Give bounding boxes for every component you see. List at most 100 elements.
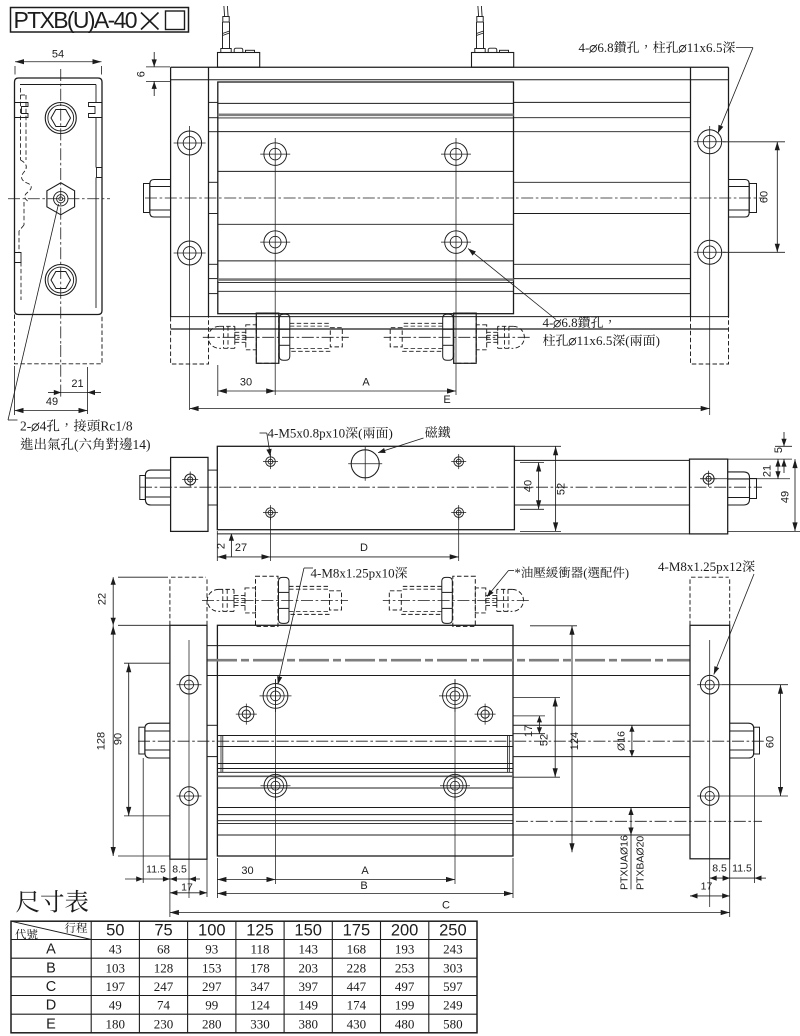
svg-text:40: 40 (523, 480, 535, 492)
svg-text:2: 2 (216, 543, 228, 549)
svg-text:447: 447 (347, 979, 367, 994)
svg-text:75: 75 (154, 921, 172, 939)
svg-text:27: 27 (235, 542, 247, 554)
svg-text:193: 193 (395, 942, 415, 957)
svg-text:280: 280 (202, 1016, 222, 1031)
svg-text:4: 4 (40, 419, 47, 434)
svg-text:497: 497 (395, 979, 415, 994)
svg-text:D: D (46, 998, 56, 1014)
svg-text:A: A (361, 865, 369, 877)
svg-text:(: ( (625, 333, 629, 348)
svg-text:(: ( (583, 566, 587, 580)
svg-text:347: 347 (250, 979, 270, 994)
svg-text:11.5: 11.5 (146, 864, 166, 876)
svg-text:597: 597 (443, 979, 463, 994)
svg-text:): ) (389, 426, 393, 441)
svg-text:200: 200 (391, 921, 419, 939)
svg-text:52: 52 (556, 483, 568, 495)
svg-text:52: 52 (539, 734, 551, 746)
svg-text:21: 21 (762, 465, 774, 477)
svg-text:17: 17 (701, 881, 713, 893)
svg-text:4-M8x1.25px10: 4-M8x1.25px10 (311, 566, 395, 581)
svg-text:30: 30 (240, 377, 252, 389)
svg-text:Rc1/8: Rc1/8 (100, 419, 132, 434)
svg-text:8.5: 8.5 (712, 863, 727, 875)
svg-text:178: 178 (250, 960, 270, 975)
svg-text:22: 22 (97, 593, 109, 605)
svg-text:199: 199 (395, 998, 415, 1013)
svg-text:100: 100 (198, 921, 226, 939)
svg-text:14): 14) (133, 437, 151, 452)
svg-text:11x6.5: 11x6.5 (687, 40, 723, 55)
svg-text:230: 230 (154, 1016, 174, 1031)
svg-text:21: 21 (71, 378, 83, 390)
svg-text:B: B (46, 960, 56, 976)
svg-text:Ø16: Ø16 (616, 731, 628, 751)
svg-text:128: 128 (96, 732, 108, 750)
svg-text:*: * (515, 566, 521, 580)
svg-text:(: ( (358, 426, 362, 441)
svg-text:11x6.5: 11x6.5 (577, 333, 613, 348)
svg-text:4-: 4- (543, 315, 554, 330)
svg-text:D: D (360, 542, 368, 554)
svg-text:E: E (443, 394, 450, 406)
svg-text:4-M8x1.25px12: 4-M8x1.25px12 (658, 559, 742, 574)
svg-text:297: 297 (202, 979, 222, 994)
svg-text:99: 99 (205, 998, 218, 1013)
svg-text:B: B (360, 880, 367, 892)
svg-text:180: 180 (106, 1016, 126, 1031)
svg-text:128: 128 (154, 960, 174, 975)
svg-text:2-: 2- (20, 419, 32, 434)
svg-text:C: C (46, 979, 56, 995)
svg-text:8.5: 8.5 (172, 864, 187, 876)
svg-text:A: A (362, 377, 370, 389)
svg-text:243: 243 (443, 942, 463, 957)
svg-text:49: 49 (780, 491, 792, 503)
svg-text:PTXUAØ16: PTXUAØ16 (619, 835, 631, 890)
svg-text:17: 17 (523, 725, 535, 737)
svg-text:PTXBAØ20: PTXBAØ20 (635, 836, 647, 890)
svg-text:43: 43 (109, 942, 122, 957)
svg-text:149: 149 (298, 998, 318, 1013)
svg-text:197: 197 (106, 979, 126, 994)
svg-text:4-: 4- (579, 40, 590, 55)
svg-text:153: 153 (202, 960, 222, 975)
svg-text:175: 175 (343, 921, 371, 939)
svg-text:49: 49 (46, 396, 58, 408)
svg-text:54: 54 (52, 49, 64, 61)
svg-text:247: 247 (154, 979, 174, 994)
svg-text:103: 103 (106, 960, 126, 975)
svg-text:303: 303 (443, 960, 463, 975)
svg-text:49: 49 (109, 998, 122, 1013)
svg-text:118: 118 (250, 942, 269, 957)
svg-text:60: 60 (765, 736, 777, 748)
svg-text:168: 168 (347, 942, 367, 957)
svg-text:68: 68 (157, 942, 170, 957)
svg-text:253: 253 (395, 960, 415, 975)
svg-text:228: 228 (347, 960, 367, 975)
svg-text:60: 60 (759, 191, 771, 203)
svg-text:A: A (46, 942, 56, 958)
svg-text:330: 330 (250, 1016, 270, 1031)
svg-text:249: 249 (443, 998, 463, 1013)
svg-text:4-M5x0.8px10: 4-M5x0.8px10 (268, 426, 346, 441)
svg-text:6.8: 6.8 (561, 315, 577, 330)
svg-text:): ) (656, 333, 660, 348)
svg-text:480: 480 (395, 1016, 415, 1031)
svg-text:90: 90 (113, 733, 125, 745)
svg-text:(: ( (74, 437, 79, 452)
svg-text:250: 250 (439, 921, 467, 939)
svg-text:203: 203 (298, 960, 318, 975)
svg-text:74: 74 (157, 998, 171, 1013)
svg-text:6.8: 6.8 (597, 40, 613, 55)
svg-text:124: 124 (250, 998, 270, 1013)
svg-text:124: 124 (569, 732, 581, 750)
svg-text:E: E (46, 1016, 56, 1032)
svg-text:397: 397 (298, 979, 318, 994)
svg-text:30: 30 (241, 865, 253, 877)
svg-text:380: 380 (298, 1016, 318, 1031)
svg-text:5: 5 (773, 447, 785, 453)
svg-text:11.5: 11.5 (732, 863, 752, 875)
svg-text:125: 125 (246, 921, 274, 939)
svg-text:174: 174 (347, 998, 367, 1013)
